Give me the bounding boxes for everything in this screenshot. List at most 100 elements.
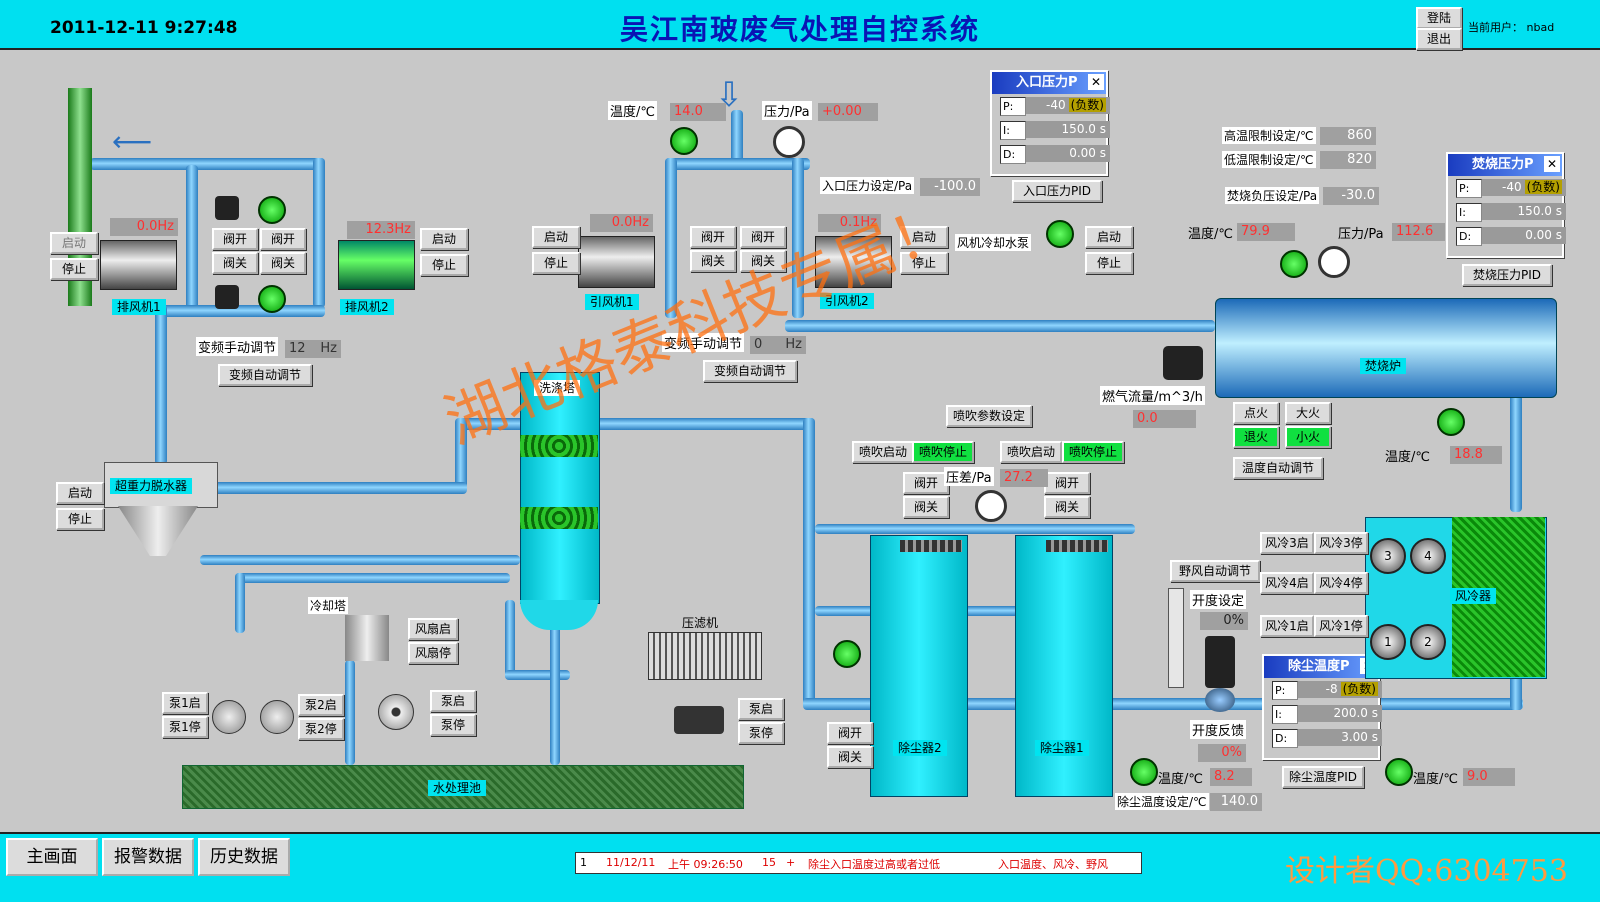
exhaust-valve2-open-button[interactable]: 阀开 <box>260 228 306 250</box>
neg-pressure-input[interactable]: -30.0 <box>1323 187 1379 205</box>
pipe <box>235 573 245 633</box>
dewater-start-button[interactable]: 启动 <box>56 482 104 504</box>
filter-pump-stop-button[interactable]: 泵停 <box>738 722 784 744</box>
pump2-icon <box>260 700 294 734</box>
diff-pressure-gauge-icon <box>975 490 1007 522</box>
cooling-pump-stop-button[interactable]: 停止 <box>1085 252 1133 274</box>
induced-auto-freq-button[interactable]: 变频自动调节 <box>703 360 797 382</box>
pid-inlet-d[interactable]: 0.00 s <box>1026 145 1110 162</box>
fan2-start-button[interactable]: 启动 <box>420 228 468 250</box>
inlet-pressure-pid-button[interactable]: 入口压力PID <box>1012 180 1102 202</box>
dust2-valve-open-button[interactable]: 阀开 <box>903 472 949 494</box>
fan-stop-button[interactable]: 风扇停 <box>408 642 458 664</box>
exhaust-valve1-close-button[interactable]: 阀关 <box>212 252 258 274</box>
induced-valve1-close-button[interactable]: 阀关 <box>690 250 736 272</box>
main-screen-button[interactable]: 主画面 <box>6 838 98 876</box>
alarm-list[interactable]: 1 11/12/11 上午 09:26:50 15 + 除尘入口温度过高或者过低… <box>575 852 1142 874</box>
dewater-hopper <box>118 506 198 556</box>
close-icon[interactable]: ✕ <box>1088 74 1104 90</box>
small-fire-button[interactable]: 小火 <box>1285 426 1331 448</box>
furnace-pressure-pid-button[interactable]: 焚烧压力PID <box>1462 264 1552 286</box>
induced-fan2-start-button[interactable]: 启动 <box>900 226 948 248</box>
pump2-start-button[interactable]: 泵2启 <box>298 694 344 716</box>
cooling-pump-start-button[interactable]: 启动 <box>1085 226 1133 248</box>
fan1-freq: 0.0Hz <box>110 218 178 236</box>
pid-furnace-i[interactable]: 150.0 s <box>1482 203 1566 220</box>
induced-valve2-open-button[interactable]: 阀开 <box>740 226 786 248</box>
fan2-stop-button[interactable]: 停止 <box>420 254 468 276</box>
pump1-start-button[interactable]: 泵1启 <box>162 692 208 714</box>
pipe <box>803 418 815 708</box>
pool-label: 水处理池 <box>428 780 487 796</box>
logout-button[interactable]: 退出 <box>1416 28 1462 50</box>
dust1-valve-open-button[interactable]: 阀开 <box>1044 472 1090 494</box>
dust-collector-2 <box>870 535 968 797</box>
cooler4-start-button[interactable]: 风冷4启 <box>1260 572 1314 594</box>
pid-furnace-d[interactable]: 0.00 s <box>1482 227 1566 244</box>
temp-auto-button[interactable]: 温度自动调节 <box>1233 457 1323 479</box>
page-title: 吴江南玻废气处理自控系统 <box>619 13 980 46</box>
wild-air-auto-button[interactable]: 野风自动调节 <box>1170 560 1260 582</box>
cooler1-start-button[interactable]: 风冷1启 <box>1260 615 1314 637</box>
scrubber-label: 洗涤塔 <box>534 380 581 396</box>
fan-start-button[interactable]: 风扇启 <box>408 618 458 640</box>
pump-start-button[interactable]: 泵启 <box>430 690 476 712</box>
cooling-tower-label: 冷却塔 <box>308 597 349 614</box>
dust-temp-pid-button[interactable]: 除尘温度PID <box>1282 766 1364 788</box>
filter-pump-start-button[interactable]: 泵启 <box>738 698 784 720</box>
pid-inlet-p[interactable]: -40(负数) <box>1026 97 1110 114</box>
ignite-button[interactable]: 点火 <box>1233 402 1279 424</box>
dust-inlet-valve-open-button[interactable]: 阀开 <box>827 722 873 744</box>
dust-inlet-valve-close-button[interactable]: 阀关 <box>827 746 873 768</box>
pid-dust-d[interactable]: 3.00 s <box>1298 729 1382 746</box>
cooler3-stop-button[interactable]: 风冷3停 <box>1314 532 1368 554</box>
exhaust-auto-freq-button[interactable]: 变频自动调节 <box>218 364 312 386</box>
dust-temp-setpoint-input[interactable]: 140.0 <box>1210 793 1262 811</box>
alarm-data-button[interactable]: 报警数据 <box>102 838 194 876</box>
blow-params-button[interactable]: 喷吹参数设定 <box>946 405 1032 427</box>
pid-dust-p[interactable]: -8(负数) <box>1298 681 1382 698</box>
big-fire-button[interactable]: 大火 <box>1285 402 1331 424</box>
pid-inlet-i[interactable]: 150.0 s <box>1026 121 1110 138</box>
pump2-stop-button[interactable]: 泵2停 <box>298 718 344 740</box>
pid-inlet-title: 入口压力P <box>992 72 1106 94</box>
induced-valve1-open-button[interactable]: 阀开 <box>690 226 736 248</box>
induced-fan2-stop-button[interactable]: 停止 <box>900 252 948 274</box>
cooler4-stop-button[interactable]: 风冷4停 <box>1314 572 1368 594</box>
induced-fan1-stop-button[interactable]: 停止 <box>532 252 580 274</box>
close-icon[interactable]: ✕ <box>1544 156 1560 172</box>
fan1-start-button[interactable]: 启动 <box>50 232 98 254</box>
dust2-valve-close-button[interactable]: 阀关 <box>903 496 949 518</box>
history-data-button[interactable]: 历史数据 <box>198 838 290 876</box>
induced-valve2-close-button[interactable]: 阀关 <box>740 250 786 272</box>
opening-set-value[interactable]: 0% <box>1200 612 1248 630</box>
dewater-stop-button[interactable]: 停止 <box>56 508 104 530</box>
high-temp-input[interactable]: 860 <box>1320 127 1376 145</box>
dust1-valve-close-button[interactable]: 阀关 <box>1044 496 1090 518</box>
induced-fan1-start-button[interactable]: 启动 <box>532 226 580 248</box>
inlet-pressure-setpoint-input[interactable]: -100.0 <box>920 178 980 196</box>
low-temp-input[interactable]: 820 <box>1320 151 1376 169</box>
d-label: D: <box>1456 227 1482 246</box>
exhaust-valve1-open-button[interactable]: 阀开 <box>212 228 258 250</box>
pid-dust-i[interactable]: 200.0 s <box>1298 705 1382 722</box>
pid-furnace-p[interactable]: -40(负数) <box>1482 179 1566 196</box>
pump-stop-button[interactable]: 泵停 <box>430 714 476 736</box>
blow2-start-button[interactable]: 喷吹启动 <box>1000 441 1062 463</box>
off-fire-button[interactable]: 退火 <box>1233 426 1279 448</box>
opening-scrollbar[interactable] <box>1168 588 1184 688</box>
cooler1-stop-button[interactable]: 风冷1停 <box>1314 615 1368 637</box>
blow1-start-button[interactable]: 喷吹启动 <box>852 441 914 463</box>
fan1-stop-button[interactable]: 停止 <box>50 258 98 280</box>
blow1-stop-button[interactable]: 喷吹停止 <box>912 441 974 463</box>
login-button[interactable]: 登陆 <box>1416 7 1462 29</box>
cooler-outlet-sensor-icon <box>1385 758 1413 786</box>
dust-collector-1 <box>1015 535 1113 797</box>
blow2-stop-button[interactable]: 喷吹停止 <box>1062 441 1124 463</box>
pump1-stop-button[interactable]: 泵1停 <box>162 716 208 738</box>
cooler3-start-button[interactable]: 风冷3启 <box>1260 532 1314 554</box>
pid-dust-title: 除尘温度P <box>1264 656 1378 678</box>
exhaust-valve2-close-button[interactable]: 阀关 <box>260 252 306 274</box>
